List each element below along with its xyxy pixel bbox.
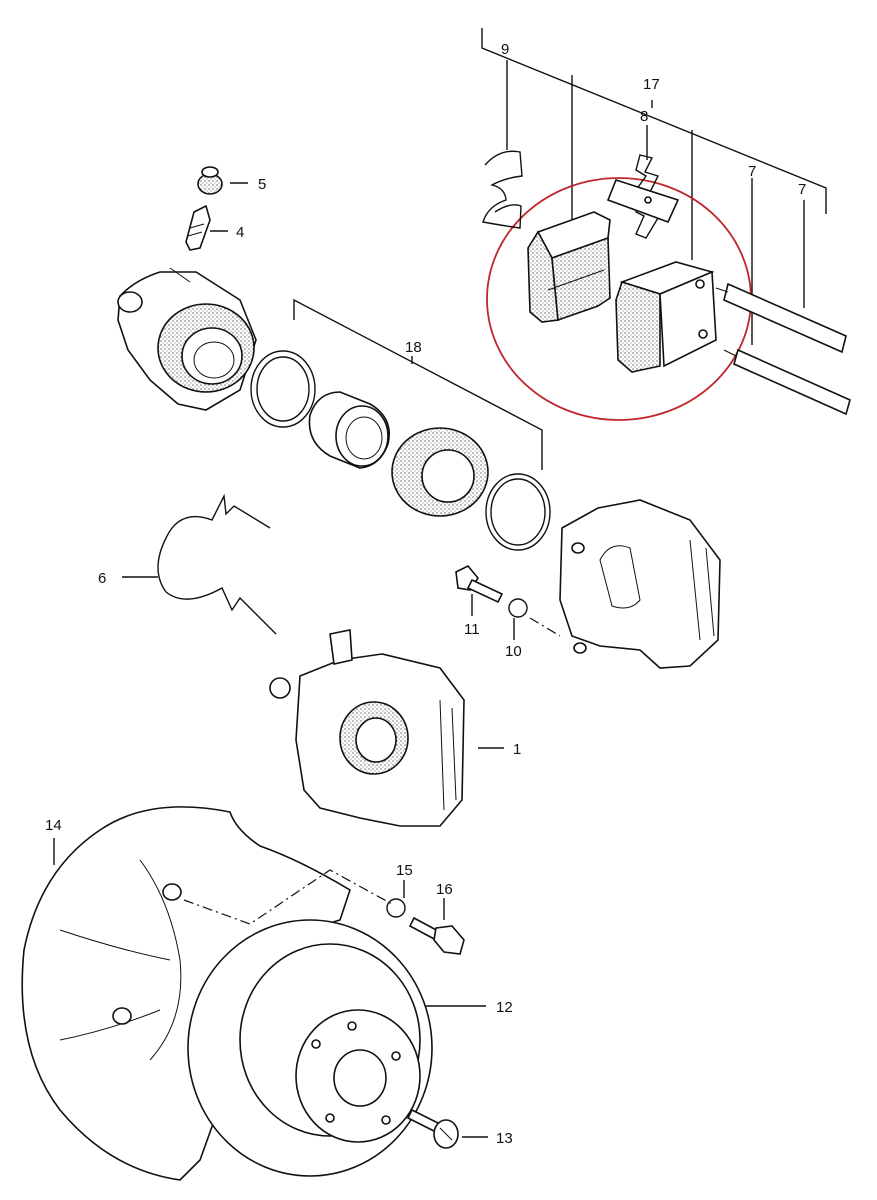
label-part-17: 17: [643, 76, 660, 93]
piston: [308, 391, 390, 469]
splash-shield: [21, 806, 351, 1181]
piston-kit-bracket: [293, 298, 543, 470]
disc-screw: [406, 1108, 459, 1149]
anti-rattle-spring: [606, 154, 680, 239]
caliper-carrier: [559, 499, 721, 669]
bleeder-cap: [197, 166, 223, 195]
caliper-housing-upper: [117, 267, 257, 411]
label-part-11: 11: [464, 621, 480, 638]
bleeder-screw: [185, 204, 211, 251]
retaining-spring-clip: [482, 150, 523, 229]
label-part-14: 14: [45, 817, 62, 834]
brake-disc: [187, 919, 433, 1177]
label-part-13: 13: [496, 1130, 513, 1147]
label-part-18: 18: [405, 339, 422, 356]
pad-set-bracket: [481, 28, 827, 345]
retaining-pins: [715, 282, 851, 416]
label-part-5: 5: [258, 176, 266, 193]
retaining-ring: [485, 473, 551, 551]
shield-bolt: [408, 916, 465, 955]
label-part-8: 8: [640, 108, 648, 125]
disc-lock-washer: [386, 898, 406, 918]
lock-washer: [508, 598, 528, 618]
axis-line-shield: [183, 869, 393, 925]
axis-line-carrier: [529, 617, 561, 637]
caliper-assembly: [269, 629, 465, 827]
brake-pad-left: [527, 211, 611, 323]
leader-lines: [53, 182, 515, 1138]
label-part-6: 6: [98, 570, 106, 587]
label-part-1: 1: [513, 741, 521, 758]
label-part-9: 9: [501, 41, 509, 58]
label-part-10: 10: [505, 643, 522, 660]
spring-wire: [157, 493, 277, 635]
label-part-4: 4: [236, 224, 244, 241]
label-part-16: 16: [436, 881, 453, 898]
label-part-7-lower: 7: [798, 181, 806, 198]
brake-pad-right: [615, 261, 717, 373]
label-part-12: 12: [496, 999, 513, 1016]
piston-seal-ring: [250, 350, 316, 428]
dust-boot: [391, 427, 489, 517]
label-part-15: 15: [396, 862, 413, 879]
carrier-bolt: [455, 565, 504, 604]
label-part-7-upper: 7: [748, 163, 756, 180]
